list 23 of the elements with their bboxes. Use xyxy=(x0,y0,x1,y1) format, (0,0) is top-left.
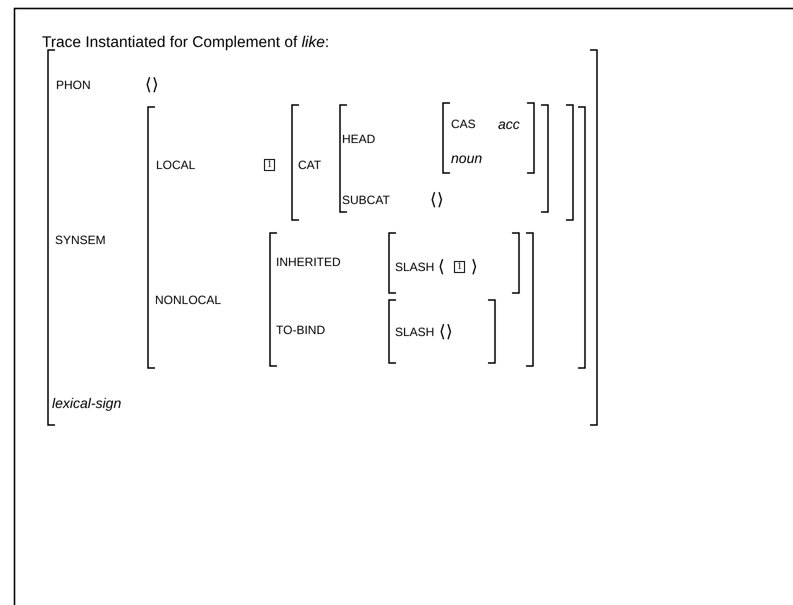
type-value: lexical-sign xyxy=(52,396,122,410)
index-tag: 1 xyxy=(264,159,275,171)
angle-bracket: ⟩ xyxy=(471,258,478,276)
feature-name: HEAD xyxy=(342,132,376,146)
feature-name: CAS xyxy=(451,117,476,131)
feature-name: SLASH xyxy=(395,260,434,274)
feature-name: NONLOCAL xyxy=(155,293,222,307)
feature-name: TO-BIND xyxy=(276,323,326,337)
feature-name: SYNSEM xyxy=(55,233,106,247)
type-value: acc xyxy=(498,117,520,131)
feature-name: PHON xyxy=(56,78,91,92)
type-value: noun xyxy=(451,151,482,165)
empty-list: ⟨⟩ xyxy=(439,323,453,341)
title: Trace Instantiated for Complement of like: xyxy=(42,34,330,52)
feature-name: CAT xyxy=(298,158,322,172)
empty-list: ⟨⟩ xyxy=(430,191,444,209)
feature-name: LOCAL xyxy=(156,158,196,172)
empty-list: ⟨⟩ xyxy=(145,76,159,94)
angle-bracket: ⟨ xyxy=(438,258,445,276)
index-tag: 1 xyxy=(454,261,465,273)
feature-name: SUBCAT xyxy=(342,193,390,207)
feature-name: SLASH xyxy=(395,325,434,339)
feature-name: INHERITED xyxy=(276,255,341,269)
